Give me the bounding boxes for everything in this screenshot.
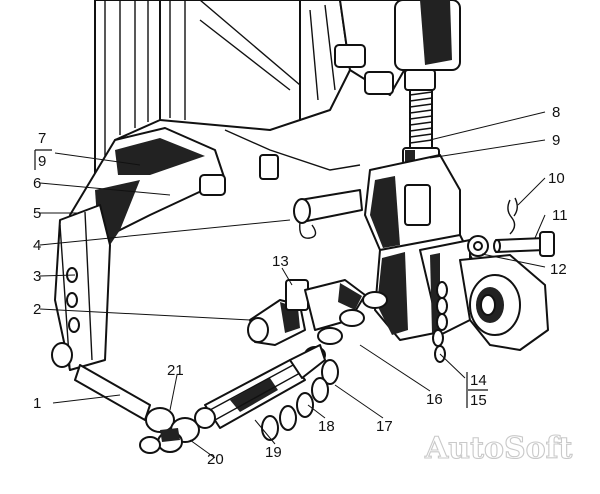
callout-10: 10 [548, 170, 565, 187]
chain-lower [51, 342, 216, 454]
callout-21: 21 [167, 362, 184, 379]
callout-7: 7 [38, 130, 46, 147]
watermark: AutoSoft [424, 431, 573, 466]
callout-12: 12 [550, 261, 567, 278]
callout-9-boxed-left: 9 [38, 153, 46, 170]
chain-outer [261, 359, 339, 441]
callout-3: 3 [33, 268, 41, 285]
upper-screw-link [402, 69, 440, 165]
washer [467, 235, 489, 257]
callout-8: 8 [552, 104, 560, 121]
callout-9: 9 [552, 132, 560, 149]
coupling-hook [247, 279, 366, 346]
callout-2: 2 [33, 301, 41, 318]
clevis-block [364, 154, 476, 341]
callout-6: 6 [33, 175, 41, 192]
split-pin [507, 197, 518, 235]
bolt [493, 231, 555, 257]
callout-11: 11 [552, 207, 568, 224]
tractor-frame [94, 0, 461, 191]
callout-18: 18 [318, 418, 335, 435]
callout-14: 14 [470, 372, 487, 389]
callout-17: 17 [376, 418, 393, 435]
callout-19: 19 [265, 444, 282, 461]
hitch-pin [293, 189, 363, 239]
callout-1: 1 [33, 395, 41, 412]
callout-4: 4 [33, 237, 41, 254]
bracket-body [54, 127, 361, 371]
callout-15: 15 [470, 392, 487, 409]
callout-5: 5 [33, 205, 41, 222]
leader-lines [39, 111, 546, 459]
callout-20: 20 [207, 451, 224, 468]
callout-16: 16 [426, 391, 443, 408]
callouts: 1 2 3 4 5 6 7 9 8 9 10 11 12 13 14 15 16… [33, 104, 568, 468]
towing-eye [459, 254, 549, 351]
callout-13: 13 [272, 253, 289, 270]
